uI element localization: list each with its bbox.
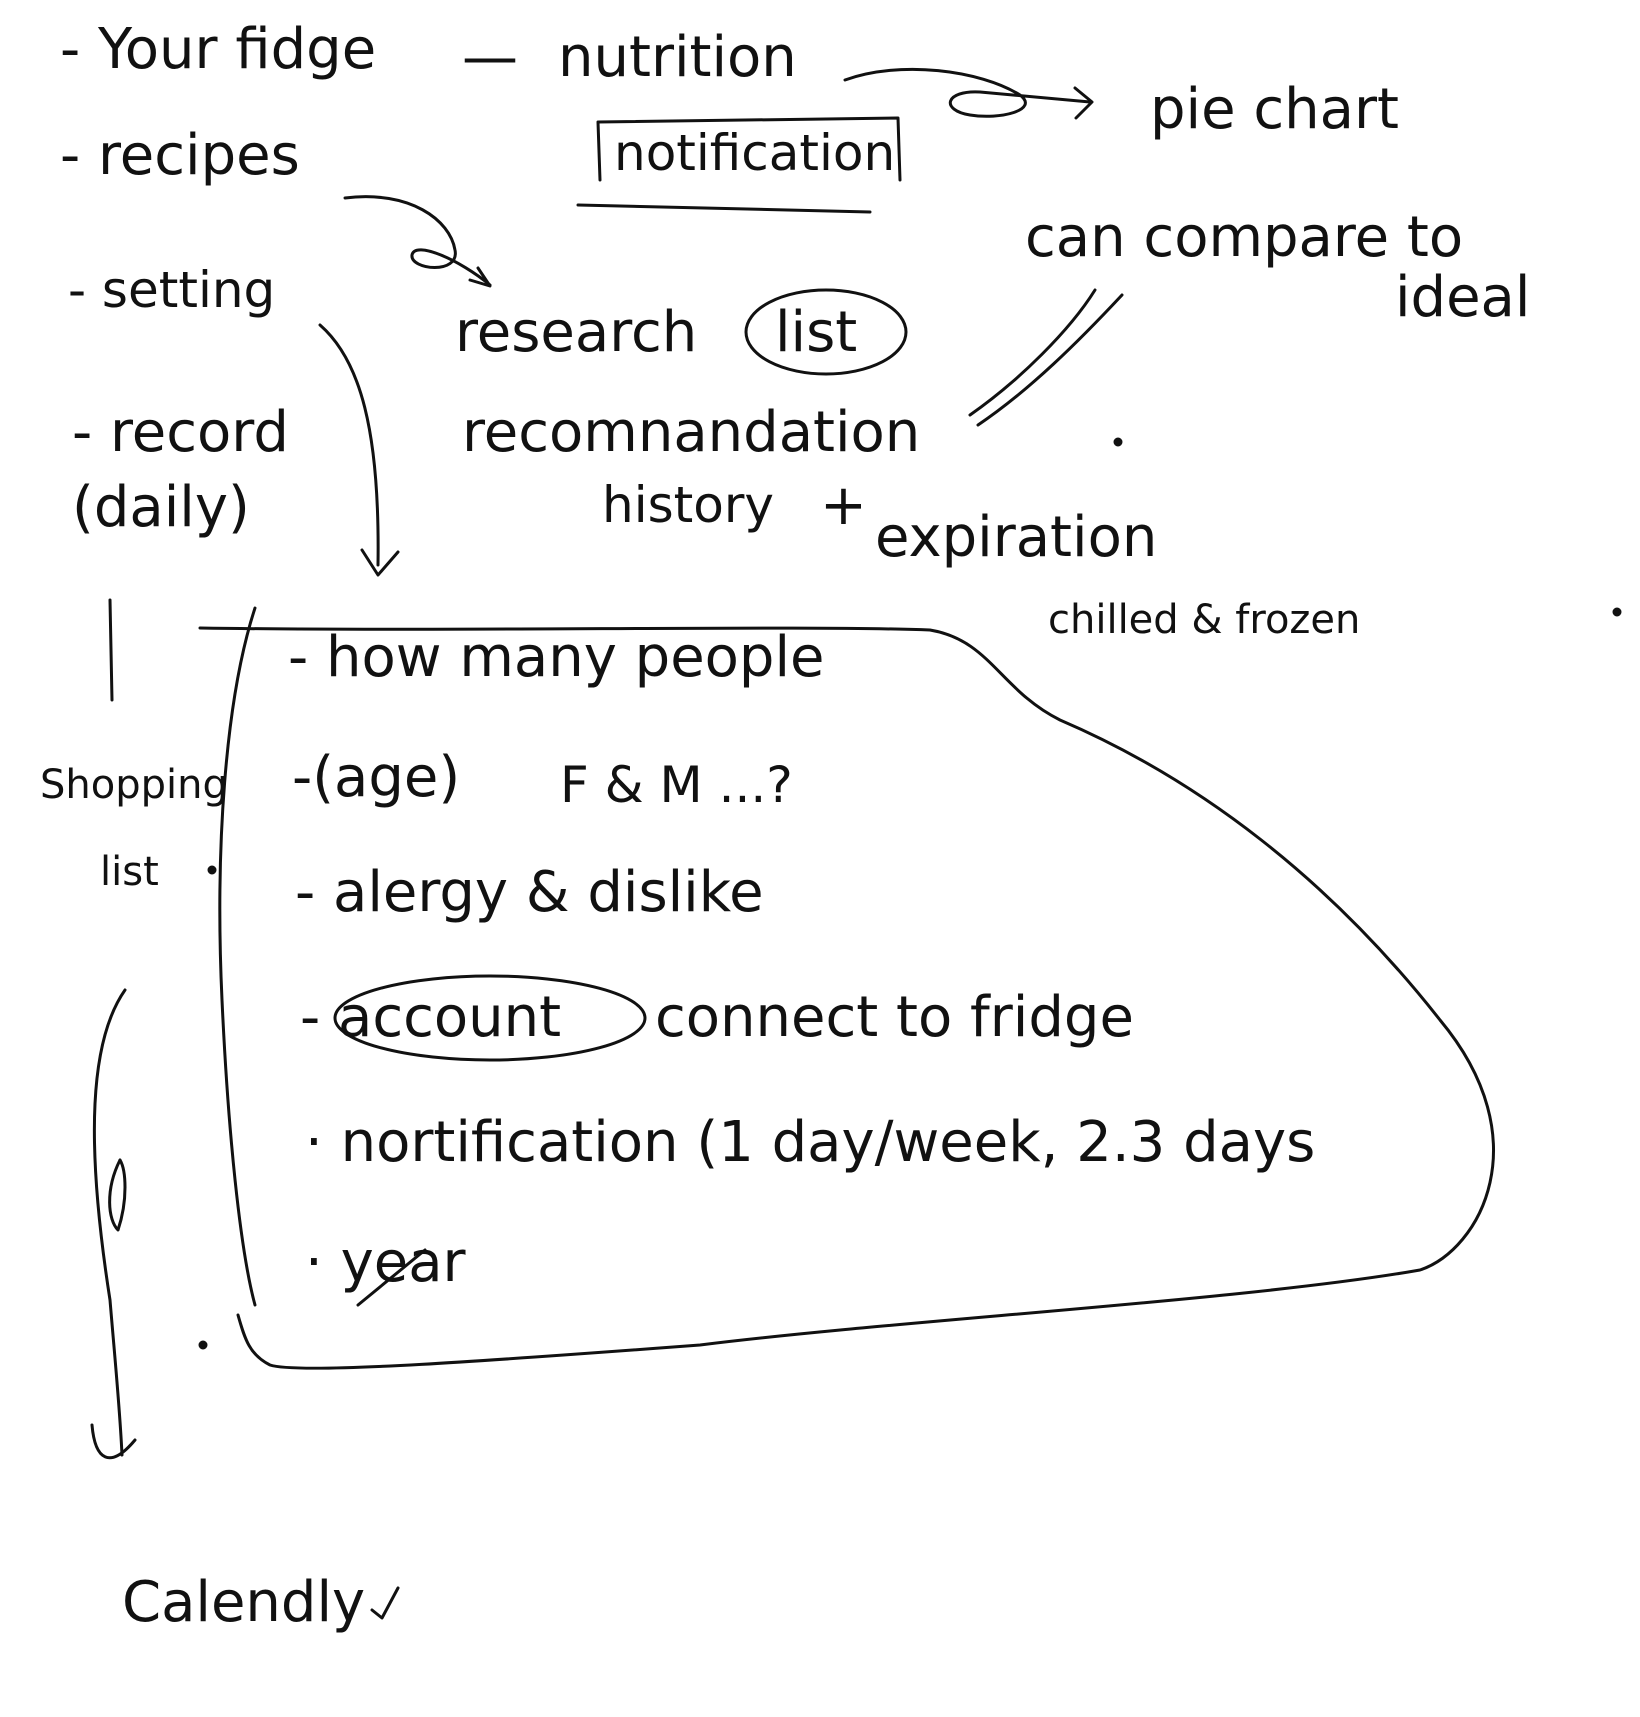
compare-slash-2 xyxy=(976,293,1124,427)
setting-connect: connect to fridge xyxy=(655,985,1134,1050)
compare-label: can compare to xyxy=(1025,205,1464,270)
calendly-check xyxy=(370,1586,400,1620)
item-recipes: - recipes xyxy=(60,123,300,188)
dot-4 xyxy=(207,865,217,875)
history-label: history xyxy=(602,476,774,534)
list-label: list xyxy=(775,300,858,365)
item-setting: - setting xyxy=(68,261,276,319)
setting-allergy: - alergy & dislike xyxy=(295,860,764,925)
ideal-label: ideal xyxy=(1395,265,1531,330)
setting-year: · year xyxy=(305,1230,466,1295)
nutrition-label: nutrition xyxy=(558,25,797,90)
item-your-fidge: - Your fidge xyxy=(60,17,377,82)
recipes-arrow-head xyxy=(468,266,492,288)
settings-left-bracket xyxy=(218,606,257,1307)
nutrition-arrow xyxy=(843,67,1092,118)
setting-arrow xyxy=(318,323,380,567)
item-record: - record xyxy=(72,400,289,465)
dot-1 xyxy=(1113,437,1123,447)
account-ellipse xyxy=(333,974,647,1062)
item-calendly: Calendly xyxy=(122,1570,366,1635)
notification-box xyxy=(576,116,902,214)
nutrition-arrow-head xyxy=(1073,86,1094,120)
research-label: research xyxy=(455,300,698,365)
settings-outline xyxy=(198,626,1495,1370)
setting-age: -(age) xyxy=(292,745,461,810)
chilled-frozen-label: chilled & frozen xyxy=(1048,597,1361,643)
shopping-arrow-loop xyxy=(108,1158,127,1232)
recipes-arrow xyxy=(343,195,492,287)
shopping-arrow-head xyxy=(90,1423,137,1460)
setting-arrow-head xyxy=(360,548,400,577)
compare-slash-1 xyxy=(968,288,1097,417)
setting-notification: · nortification (1 day/week, 2.3 days xyxy=(305,1110,1316,1175)
recommendation-label: recomnandation xyxy=(462,400,921,465)
shopping-arrow xyxy=(92,988,127,1457)
top-connector: — xyxy=(462,25,518,90)
item-record-daily: (daily) xyxy=(72,475,250,540)
item-shopping-list: list xyxy=(100,849,159,895)
setting-account: - account xyxy=(300,985,562,1050)
plus-sign: + xyxy=(820,473,867,538)
record-line xyxy=(108,598,114,702)
dot-2 xyxy=(1612,607,1622,617)
setting-people: - how many people xyxy=(288,625,825,690)
dot-3 xyxy=(198,1340,208,1350)
year-strike xyxy=(356,1248,427,1307)
list-ellipse xyxy=(744,288,908,376)
item-shopping: Shopping xyxy=(40,762,228,808)
pie-chart-label: pie chart xyxy=(1150,77,1399,142)
expiration-label: expiration xyxy=(875,505,1158,570)
setting-gender: F & M ...? xyxy=(560,756,793,814)
notification-label: notification xyxy=(614,124,896,182)
